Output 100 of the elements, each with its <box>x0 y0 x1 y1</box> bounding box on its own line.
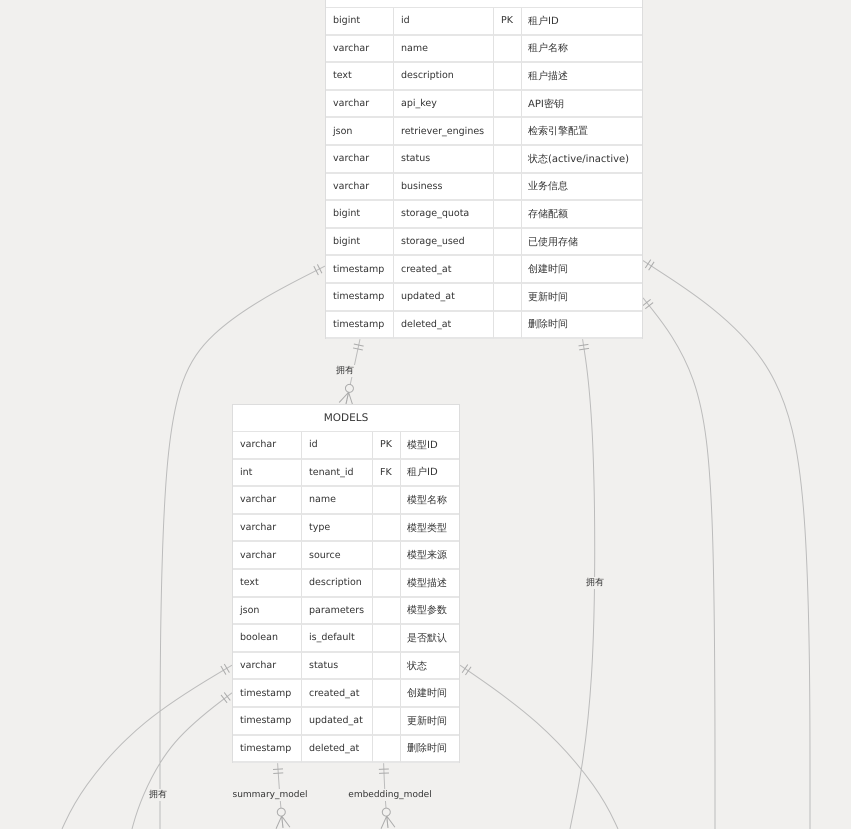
data-type: varchar <box>333 98 370 110</box>
column-name: status <box>309 660 338 672</box>
table-row <box>326 228 642 256</box>
column-name: tenant_id <box>309 466 354 478</box>
relationship-line <box>338 338 364 406</box>
column-name: updated_at <box>309 715 363 726</box>
column-name: is_default <box>309 632 355 644</box>
table-row <box>233 460 459 488</box>
data-type: timestamp <box>333 264 384 275</box>
table-row <box>326 36 642 64</box>
table-row <box>326 174 642 202</box>
table-row <box>233 625 459 653</box>
table-row <box>326 146 642 174</box>
data-type: timestamp <box>333 318 384 330</box>
column-name: business <box>401 180 442 192</box>
data-type: varchar <box>240 522 276 534</box>
relationship-line <box>642 259 810 829</box>
column-comment: 已使用存储 <box>528 236 578 249</box>
column-name: type <box>309 522 330 534</box>
data-type: bigint <box>333 15 360 26</box>
edge-label: 拥有 <box>335 365 355 377</box>
column-comment: 租户ID <box>528 14 559 28</box>
edge-label: summary_model <box>232 789 308 801</box>
table-row <box>326 8 642 36</box>
entity-table <box>325 0 643 340</box>
column-comment: 状态 <box>407 660 427 673</box>
key-marker: PK <box>501 15 513 26</box>
table-row <box>233 514 459 542</box>
column-name: retriever_engines <box>401 126 484 137</box>
column-name: description <box>309 577 362 588</box>
key-marker: PK <box>380 439 392 450</box>
column-comment: 是否默认 <box>407 632 447 645</box>
column-comment: 更新时间 <box>528 290 568 304</box>
column-name: status <box>401 153 430 164</box>
table-row <box>233 708 459 736</box>
data-type: timestamp <box>240 715 292 726</box>
table-row <box>233 542 459 570</box>
relationship-line <box>62 664 232 829</box>
entity-table <box>232 404 460 764</box>
data-type: json <box>240 604 260 616</box>
column-name: updated_at <box>401 291 455 302</box>
column-name: api_key <box>401 98 437 110</box>
edge-label: 拥有 <box>148 789 168 801</box>
column-comment: 创建时间 <box>528 262 568 276</box>
data-type: timestamp <box>333 291 384 302</box>
data-type: varchar <box>333 180 370 192</box>
table-row <box>326 312 642 340</box>
data-type: varchar <box>240 439 276 450</box>
column-name: id <box>309 439 318 450</box>
data-type: varchar <box>333 153 370 164</box>
data-type: text <box>333 70 352 82</box>
column-comment: 业务信息 <box>528 180 568 194</box>
column-name: storage_used <box>401 236 465 248</box>
edge-label: embedding_model <box>347 789 433 801</box>
data-type: varchar <box>240 494 276 506</box>
relationship-line <box>570 338 596 829</box>
column-comment: 租户名称 <box>528 42 568 56</box>
column-comment: 检索引擎配置 <box>528 124 588 138</box>
column-comment: 状态(active/inactive) <box>528 152 630 166</box>
relationship-line <box>642 297 716 829</box>
column-comment: 租户描述 <box>528 70 568 83</box>
column-comment: 模型类型 <box>407 522 447 535</box>
data-type: varchar <box>333 42 370 54</box>
column-comment: 删除时间 <box>407 742 447 756</box>
data-type: bigint <box>333 236 360 248</box>
column-comment: 模型参数 <box>407 604 447 618</box>
table-row <box>326 201 642 229</box>
table-row <box>233 736 459 764</box>
column-comment: 创建时间 <box>407 686 447 700</box>
column-comment: API密钥 <box>528 98 564 111</box>
column-name: parameters <box>309 604 364 616</box>
table-row <box>233 570 459 598</box>
column-comment: 删除时间 <box>528 318 568 332</box>
column-name: description <box>401 70 454 82</box>
column-comment: 更新时间 <box>407 714 447 728</box>
table-row <box>233 432 459 460</box>
table-row <box>233 487 459 515</box>
column-comment: 存储配额 <box>528 208 568 221</box>
column-comment: 模型描述 <box>407 576 447 590</box>
column-name: storage_quota <box>401 208 470 220</box>
column-name: name <box>401 42 428 54</box>
table-row <box>233 652 459 680</box>
data-type: int <box>240 466 252 478</box>
relationship-line <box>132 692 232 829</box>
relationship-line <box>160 264 326 829</box>
table-row <box>233 598 459 626</box>
column-name: deleted_at <box>401 318 452 330</box>
data-type: text <box>240 577 259 588</box>
table-row <box>326 118 642 146</box>
column-comment: 模型名称 <box>407 494 447 507</box>
data-type: timestamp <box>240 742 292 754</box>
column-comment: 模型来源 <box>407 548 447 562</box>
table-row <box>233 680 459 708</box>
table-row <box>326 284 642 312</box>
key-marker: FK <box>380 466 392 478</box>
column-name: id <box>401 15 410 26</box>
data-type: varchar <box>240 550 276 561</box>
column-name: created_at <box>401 264 452 275</box>
data-type: varchar <box>240 660 276 672</box>
data-type: json <box>333 126 352 137</box>
